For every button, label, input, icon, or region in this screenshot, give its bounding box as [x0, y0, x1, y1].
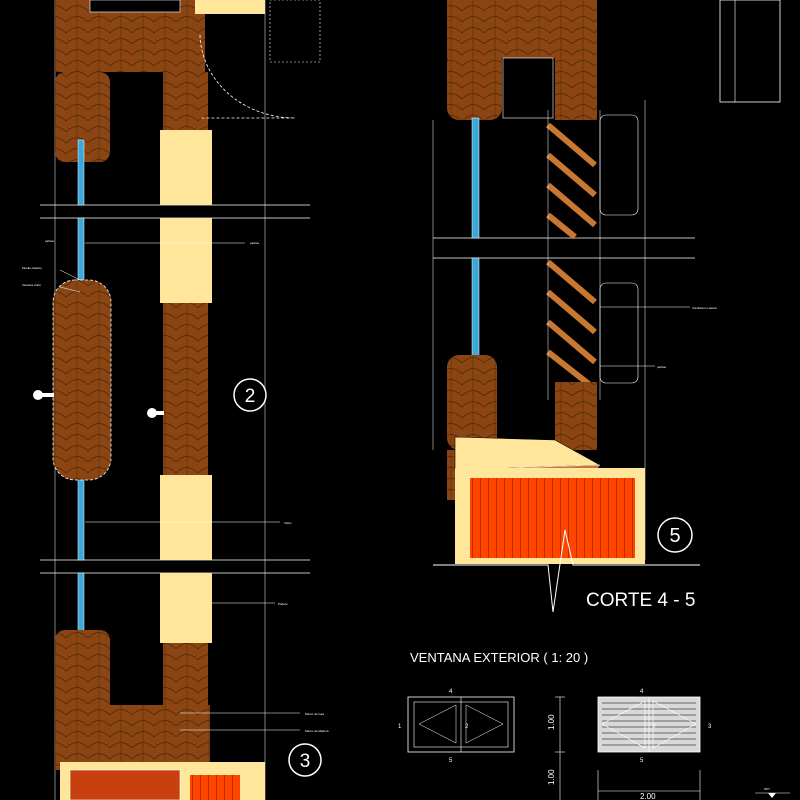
annotation: pañete — [657, 365, 667, 369]
elev-label: 5 — [449, 758, 453, 764]
annotation: pañete — [45, 239, 55, 243]
plaster-block — [195, 0, 265, 14]
elev-label: 2 — [653, 724, 657, 730]
handle-bar — [38, 393, 54, 397]
dashed-box — [269, 0, 321, 63]
elev-label: 4 — [640, 689, 644, 695]
window-elevations: VENTANA EXTERIOR ( 1: 20 ) 1 2 4 5 2 3 4… — [398, 650, 790, 800]
glass-strip — [471, 117, 480, 239]
upper-sash-left — [55, 72, 110, 162]
annotation: Ventana vidrio — [22, 283, 41, 287]
detail-marker-3-label: 3 — [300, 751, 311, 772]
handle-bar — [152, 411, 164, 415]
opening-indicator — [418, 704, 457, 744]
bottom-frame-wood — [55, 705, 210, 770]
dimension-height-bottom: 1.00 — [547, 769, 556, 785]
top-frame-wood — [447, 0, 597, 58]
leader-line — [59, 269, 81, 281]
glass-strip — [77, 474, 85, 561]
opening-indicator — [465, 704, 504, 744]
dimension-height-top: 1.00 — [547, 714, 556, 730]
plaster-block — [160, 218, 212, 303]
frame-slot — [89, 0, 181, 13]
upper-sash-right — [163, 72, 208, 132]
lower-sash-right — [163, 643, 208, 713]
elev-label: 2 — [465, 724, 469, 730]
elev-label: 3 — [708, 724, 712, 730]
elev-label: 1 — [398, 724, 402, 730]
annotation: Pañete — [278, 602, 288, 606]
upper-sash — [447, 50, 502, 120]
annotation: Vidrio — [284, 521, 292, 525]
louver-profile — [599, 114, 639, 216]
sill-brick — [69, 769, 181, 800]
opening-indicator — [652, 700, 697, 749]
annotation: pañete — [250, 241, 260, 245]
detail-marker-2-label: 2 — [245, 386, 256, 407]
annotation: Marco de hoja — [305, 712, 324, 716]
plan-title: VENTANA EXTERIOR ( 1: 20 ) — [410, 650, 588, 665]
sill-brick — [190, 775, 240, 800]
dimension-width: 2.00 — [640, 792, 656, 800]
frame-slot — [502, 57, 554, 119]
middle-frame — [163, 303, 208, 475]
detail-marker-5-label: 5 — [669, 525, 680, 547]
plaster-block — [160, 573, 212, 643]
annotation: Ventilacion Lateral — [692, 306, 717, 310]
plaster-block — [160, 475, 212, 560]
swing-arc — [199, 34, 296, 119]
break-line — [433, 529, 700, 613]
elev-label: 4 — [449, 689, 453, 695]
legend-box — [719, 0, 781, 103]
glass-strip — [471, 257, 480, 369]
glass-strip — [77, 217, 85, 281]
elev-label: 5 — [640, 758, 644, 764]
leader-line — [59, 286, 81, 293]
upper-frame — [555, 50, 597, 120]
right-section: Ventilacion Lateral pañete 5 CORTE 4 - 5 — [432, 0, 781, 613]
npt-marker — [768, 793, 776, 798]
annotation: Muelle plastico — [22, 266, 42, 270]
section-title: CORTE 4 - 5 — [586, 590, 695, 611]
annotation: Marco de Madera — [305, 729, 329, 733]
louver-profile — [599, 282, 639, 384]
detail-marker-2 — [233, 378, 267, 412]
lower-sash — [447, 355, 497, 450]
middle-sash — [52, 279, 112, 481]
glass-strip — [77, 139, 85, 206]
opening-indicator — [601, 700, 646, 749]
left-section: pañete Muelle plastico Ventana vidrio pa… — [22, 0, 329, 800]
detail-marker-5 — [657, 517, 693, 553]
plaster-block — [160, 130, 212, 205]
npt-label: NPT — [764, 787, 770, 791]
louver-slats — [546, 122, 597, 388]
lower-frame — [555, 382, 597, 450]
detail-marker-3 — [288, 743, 322, 777]
wall-brick — [470, 478, 635, 558]
glass-strip — [77, 572, 85, 634]
